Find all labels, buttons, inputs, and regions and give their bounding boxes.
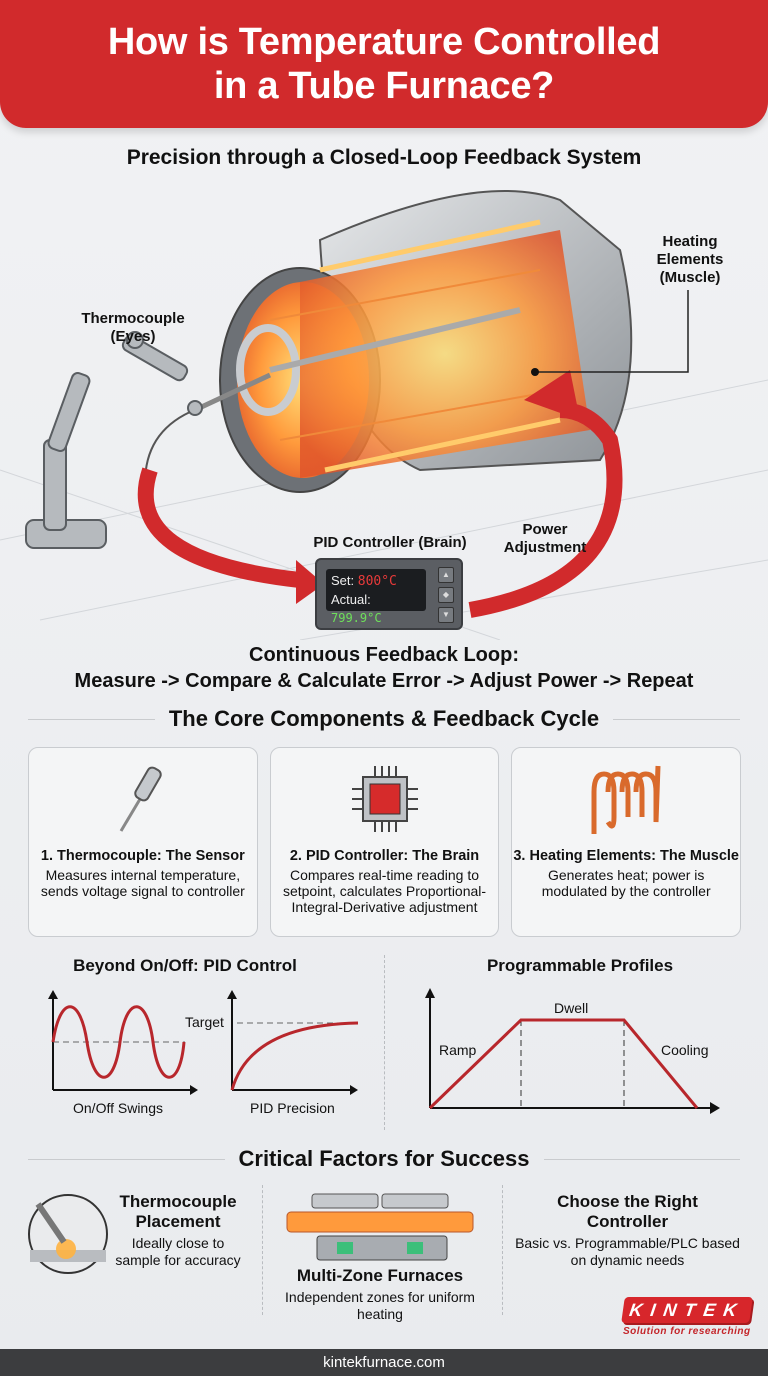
robotic-arm-thermocouple [25, 331, 272, 549]
factor-choose-controller: Choose the Right Controller Basic vs. Pr… [515, 1192, 740, 1269]
profiles-title: Programmable Profiles [486, 956, 674, 975]
logo-tagline: Solution for researching [623, 1326, 751, 1337]
divider [613, 718, 741, 720]
feedback-loop-text: Continuous Feedback Loop: Measure -> Com… [0, 642, 768, 694]
factor-multi-zone: Multi-Zone Furnaces Independent zones fo… [277, 1266, 483, 1323]
label-thermocouple-line-1: Thermocouple [81, 310, 185, 327]
factor-text: Independent zones for uniform heating [285, 1289, 475, 1322]
factor-thermocouple-placement: Thermocouple Placement Ideally close to … [108, 1192, 248, 1269]
core-section-title: The Core Components & Feedback Cycle [168, 706, 600, 731]
card-text: Measures internal temperature, sends vol… [40, 867, 245, 899]
furnace-body [219, 190, 633, 493]
divider [262, 1185, 263, 1315]
heating-coil-icon [512, 756, 740, 842]
factor-title: Choose the Right Controller [557, 1192, 698, 1231]
onoff-chart [48, 990, 198, 1095]
thermocouple-probe-icon [29, 756, 257, 842]
temperature-profile-chart [425, 988, 720, 1114]
footer: kintekfurnace.com [0, 1349, 768, 1376]
down-button[interactable]: ▼ [438, 607, 454, 623]
title-banner: How is Temperature Controlled in a Tube … [0, 0, 768, 128]
actual-value: 799.9°C [331, 611, 382, 625]
multi-zone-furnace-icon [286, 1193, 474, 1261]
set-value: 800°C [357, 574, 397, 589]
mode-button[interactable]: ◆ [438, 587, 454, 603]
divider [28, 718, 155, 720]
target-label: Target [185, 1014, 224, 1030]
card-text: Generates heat; power is modulated by th… [541, 867, 711, 899]
dwell-label: Dwell [554, 1000, 589, 1016]
label-heating-elements: Heating Elements (Muscle) [640, 233, 740, 287]
thermocouple-placement-icon [28, 1194, 108, 1274]
feedback-loop-title: Continuous Feedback Loop: [249, 644, 519, 666]
factor-text: Ideally close to sample for accuracy [115, 1235, 241, 1268]
factor-title: Thermocouple Placement [119, 1192, 237, 1231]
card-thermocouple: 1. Thermocouple: The Sensor Measures int… [28, 747, 258, 937]
factors-section-title: Critical Factors for Success [238, 1146, 530, 1171]
divider [384, 955, 385, 1130]
set-label: Set: [331, 573, 355, 588]
card-title: 2. PID Controller: The Brain [289, 848, 480, 864]
feedback-loop-steps: Measure -> Compare & Calculate Error -> … [74, 670, 694, 692]
label-heating-line-1: Heating [662, 233, 718, 250]
pid-comparison-charts [48, 990, 359, 1095]
factor-text: Basic vs. Programmable/PLC based on dyna… [515, 1235, 740, 1268]
page-title: How is Temperature Controlled in a Tube … [107, 20, 661, 108]
kintek-logo: KINTEK Solution for researching [621, 1297, 753, 1337]
label-heating-line-3: (Muscle) [659, 269, 721, 286]
card-title: 1. Thermocouple: The Sensor [40, 848, 245, 864]
onoff-caption: On/Off Swings [73, 1100, 164, 1116]
label-power-line-1: Power [522, 521, 568, 538]
core-components: 1. Thermocouple: The Sensor Measures int… [28, 747, 742, 937]
factors-section-header: Critical Factors for Success [28, 1146, 741, 1172]
label-heating-line-2: Elements [656, 251, 724, 268]
footer-url-link[interactable]: kintekfurnace.com [323, 1354, 445, 1371]
card-heating-elements: 3. Heating Elements: The Muscle Generate… [511, 747, 742, 937]
label-pid-controller: PID Controller (Brain) [313, 534, 467, 551]
label-power-adjustment: Power Adjustment [490, 521, 600, 557]
microchip-icon [271, 756, 499, 842]
card-title: 3. Heating Elements: The Muscle [513, 848, 739, 864]
divider [502, 1185, 503, 1315]
label-thermocouple-line-2: (Eyes) [110, 328, 156, 345]
actual-label: Actual: [331, 592, 371, 607]
divider [28, 1158, 225, 1160]
cooling-label: Cooling [661, 1042, 709, 1058]
ramp-label: Ramp [439, 1042, 477, 1058]
core-section-header: The Core Components & Feedback Cycle [28, 706, 741, 732]
pid-chart [227, 990, 359, 1095]
factor-title: Multi-Zone Furnaces [296, 1266, 464, 1285]
label-power-line-2: Adjustment [503, 539, 587, 556]
subtitle: Precision through a Closed-Loop Feedback… [126, 146, 642, 169]
pid-caption: PID Precision [250, 1100, 335, 1116]
divider [543, 1158, 741, 1160]
title-line-1: How is Temperature Controlled [107, 21, 661, 63]
tube-furnace-illustration [0, 190, 768, 640]
title-line-2: in a Tube Furnace? [213, 65, 555, 107]
pid-controller-display: Set: 800°C Actual: 799.9°C ▲ ◆ ▼ [315, 558, 463, 630]
card-text: Compares real-time reading to setpoint, … [282, 867, 487, 915]
up-button[interactable]: ▲ [438, 567, 454, 583]
controller-screen: Set: 800°C Actual: 799.9°C [326, 569, 426, 625]
pid-control-title: Beyond On/Off: PID Control [73, 956, 297, 975]
card-pid-controller: 2. PID Controller: The Brain Compares re… [269, 747, 500, 937]
logo-wordmark: KINTEK [621, 1297, 753, 1323]
label-thermocouple: Thermocouple (Eyes) [78, 310, 188, 346]
